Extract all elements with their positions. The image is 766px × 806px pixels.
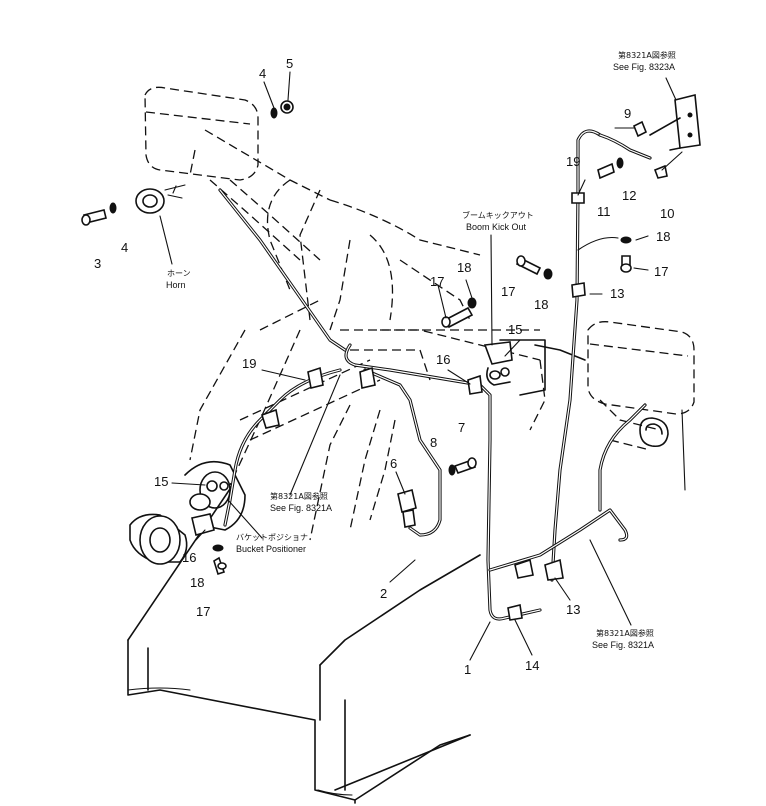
callout-13: 13 <box>610 286 624 301</box>
callout-3: 3 <box>94 256 101 271</box>
callout-16: 16 <box>436 352 450 367</box>
bucket-positioner-label: Bucket Positioner <box>236 544 306 554</box>
callout-8: 8 <box>430 435 437 450</box>
left-work-lamp <box>144 86 321 261</box>
callout-17: 17 <box>196 604 210 619</box>
loader-frame <box>127 485 481 804</box>
horn-label: Horn <box>166 280 186 290</box>
lamp-nut <box>270 100 294 119</box>
boom-kick-out-label-jp: ブームキックアウト <box>462 210 534 220</box>
wiring-harness <box>218 129 652 621</box>
callout-1: 1 <box>464 662 471 677</box>
callout-2: 2 <box>380 586 387 601</box>
callout-5: 5 <box>286 56 293 71</box>
see-fig-8321a-left-jp: 第8321A図参照 <box>270 491 328 501</box>
callout-18: 18 <box>656 229 670 244</box>
callout-19: 19 <box>242 356 256 371</box>
leader-lines <box>159 71 677 661</box>
horn-label-jp: ホーン <box>167 269 191 278</box>
boom-kick-out-label: Boom Kick Out <box>466 222 527 232</box>
callout-19: 19 <box>566 154 580 169</box>
callout-18: 18 <box>534 297 548 312</box>
lift-cylinder <box>239 349 431 441</box>
horn <box>135 184 186 214</box>
callout-17: 17 <box>430 274 444 289</box>
see-fig-8321a-left-label: See Fig. 8321A <box>270 503 332 513</box>
callout-18: 18 <box>190 575 204 590</box>
bucket-positioner-label-jp: バケットポジショナ <box>236 533 308 542</box>
callout-4: 4 <box>121 240 128 255</box>
reference-labels: 第8321A図参照 See Fig. 8323A ホーン Horn ブームキック… <box>166 50 676 650</box>
callout-15: 15 <box>508 322 522 337</box>
callout-13: 13 <box>566 602 580 617</box>
bucket-positioner-pivot <box>129 460 246 576</box>
callout-numbers: 1 2 3 4 4 5 6 7 8 9 10 11 12 13 13 14 15… <box>94 56 674 677</box>
callout-14: 14 <box>525 658 539 673</box>
callout-11: 11 <box>597 204 611 219</box>
see-fig-8321a-right-jp: 第8321A図参照 <box>596 628 654 638</box>
right-bolt <box>620 236 632 273</box>
boom-kick-out-switch <box>483 339 586 396</box>
callout-12: 12 <box>622 188 636 203</box>
see-fig-8323a-label: See Fig. 8323A <box>613 62 675 72</box>
callout-9: 9 <box>624 106 631 121</box>
harness-connectors <box>261 192 586 621</box>
upper-right-bracket <box>597 93 701 180</box>
callout-4: 4 <box>259 66 266 81</box>
harness-bolt-7 <box>448 457 477 476</box>
boom-outline <box>189 129 661 541</box>
callout-16: 16 <box>182 550 196 565</box>
callout-7: 7 <box>458 420 465 435</box>
horn-bolt <box>81 202 117 226</box>
callout-18: 18 <box>457 260 471 275</box>
mid-bolt <box>515 255 553 280</box>
callout-17: 17 <box>501 284 515 299</box>
see-fig-8323a-jp: 第8321A図参照 <box>618 50 676 60</box>
right-work-lamp <box>587 321 695 491</box>
callout-6: 6 <box>390 456 397 471</box>
boom-bolt <box>441 297 477 329</box>
see-fig-8321a-right-label: See Fig. 8321A <box>592 640 654 650</box>
callout-15: 15 <box>154 474 168 489</box>
callout-17: 17 <box>654 264 668 279</box>
callout-10: 10 <box>660 206 674 221</box>
